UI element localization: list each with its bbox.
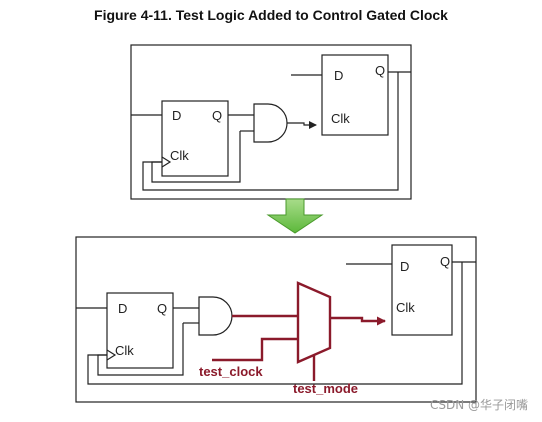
bottom-circuit [75,236,477,403]
top-ff2-q-label: Q [375,63,385,78]
top-ff2-d-label: D [334,68,343,83]
top-outer-frame [130,44,412,200]
top-circuit [130,44,412,200]
bottom-ff2-box [391,244,453,336]
top-ff2-box [321,54,389,136]
bottom-and-gate [198,296,233,336]
top-and-gate [253,103,288,143]
bottom-ff1-box [106,292,174,369]
top-ff1-clk-label: Clk [170,148,189,163]
test-mode-label: test_mode [293,381,358,396]
added-test-logic [212,281,386,381]
bottom-ff1-clk-label: Clk [115,343,134,358]
bottom-ff2-clk-label: Clk [396,300,415,315]
top-ff1-d-label: D [172,108,181,123]
test-mux [296,281,332,364]
bottom-outer-frame [75,236,477,403]
top-ff2-clk-label: Clk [331,111,350,126]
transform-arrow-icon [266,198,324,234]
bottom-ff1-d-label: D [118,301,127,316]
bottom-ff2-d-label: D [400,259,409,274]
bottom-ff1-q-label: Q [157,301,167,316]
watermark: CSDN @华子闭嘴 [429,398,528,412]
test-clock-label: test_clock [199,364,263,379]
top-ff1-box [161,100,229,177]
top-ff1-q-label: Q [212,108,222,123]
figure-title: Figure 4-11. Test Logic Added to Control… [94,7,448,23]
bottom-ff2-q-label: Q [440,254,450,269]
